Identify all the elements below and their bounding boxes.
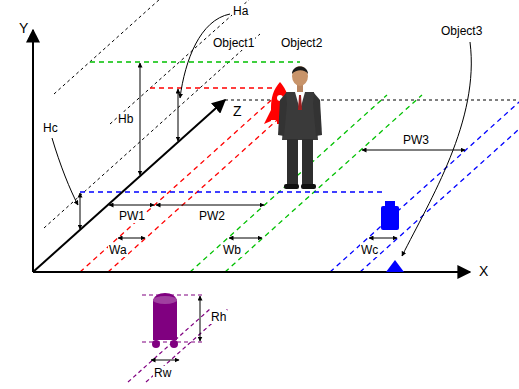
plane-edge — [225, 100, 517, 101]
z-axis — [33, 100, 225, 272]
axis-label: Y — [18, 20, 29, 37]
leader-line — [52, 138, 78, 205]
object-label: Object2 — [280, 36, 323, 50]
y-axis — [32, 30, 34, 272]
robot-top — [153, 296, 177, 304]
height-guide-line — [54, 0, 180, 94]
dimension-label: Wb — [222, 243, 242, 257]
person-figure — [278, 66, 322, 189]
dimension-label: Ha — [232, 4, 249, 18]
height-line — [150, 87, 272, 88]
axes — [33, 30, 470, 272]
dimension-label: PW1 — [118, 209, 146, 223]
suit-jacket — [282, 92, 318, 140]
lane-line — [330, 95, 519, 272]
leg — [287, 139, 298, 185]
shirt — [295, 92, 305, 110]
lane-line — [108, 95, 305, 272]
blue-box — [381, 206, 399, 230]
arm — [313, 93, 322, 136]
hair — [292, 67, 308, 75]
dimension-label: Wa — [108, 243, 128, 257]
lane-line — [360, 95, 519, 272]
height-line — [80, 191, 384, 192]
dimension-arrows — [52, 14, 471, 256]
axis-label: X — [478, 263, 489, 280]
head — [292, 66, 308, 86]
object-label: Object3 — [440, 24, 483, 38]
height-guide-line — [44, 34, 260, 228]
blue-cap — [385, 201, 395, 207]
robot-wheel — [152, 340, 160, 348]
width-arrow — [109, 205, 154, 206]
width-arrow — [151, 360, 179, 361]
dimension-label: PW2 — [198, 209, 226, 223]
dimension-label: Hc — [42, 121, 59, 135]
width-arrow — [229, 238, 262, 239]
height-arrow — [200, 296, 201, 341]
height-arrow — [178, 89, 179, 141]
rocket-fin — [264, 110, 271, 124]
leader-line — [180, 14, 230, 98]
object-label: Object1 — [212, 36, 255, 50]
robot-height-line — [142, 294, 205, 295]
arm — [278, 93, 287, 136]
axis-label: Z — [232, 103, 243, 120]
robot-body — [153, 293, 177, 340]
height-line — [90, 61, 300, 62]
dimension-label: Hb — [117, 112, 134, 126]
width-arrow — [362, 150, 465, 151]
robot-guides — [128, 295, 228, 382]
height-arrow — [80, 193, 81, 229]
width-arrow — [369, 238, 397, 239]
height-arrow — [140, 63, 141, 175]
height-guides — [44, 0, 260, 228]
x-axis — [33, 271, 470, 273]
shoe — [301, 184, 316, 189]
width-arrow — [156, 205, 264, 206]
blue-object — [381, 201, 404, 272]
dimension-label: Rh — [210, 310, 227, 324]
robot-figure — [152, 293, 178, 348]
leader-line — [402, 42, 471, 256]
tie — [298, 95, 302, 110]
blue-marker — [386, 260, 404, 272]
lane-line — [225, 95, 422, 272]
dimension-label: Rw — [153, 366, 172, 380]
robot-wheel — [170, 340, 178, 348]
shoe — [284, 184, 299, 189]
robot-dimensions — [151, 296, 200, 360]
green-lane — [90, 62, 422, 272]
dimension-label: Wc — [360, 243, 379, 257]
leg — [302, 139, 313, 185]
width-arrow — [118, 238, 145, 239]
dimension-label: PW3 — [402, 133, 430, 147]
